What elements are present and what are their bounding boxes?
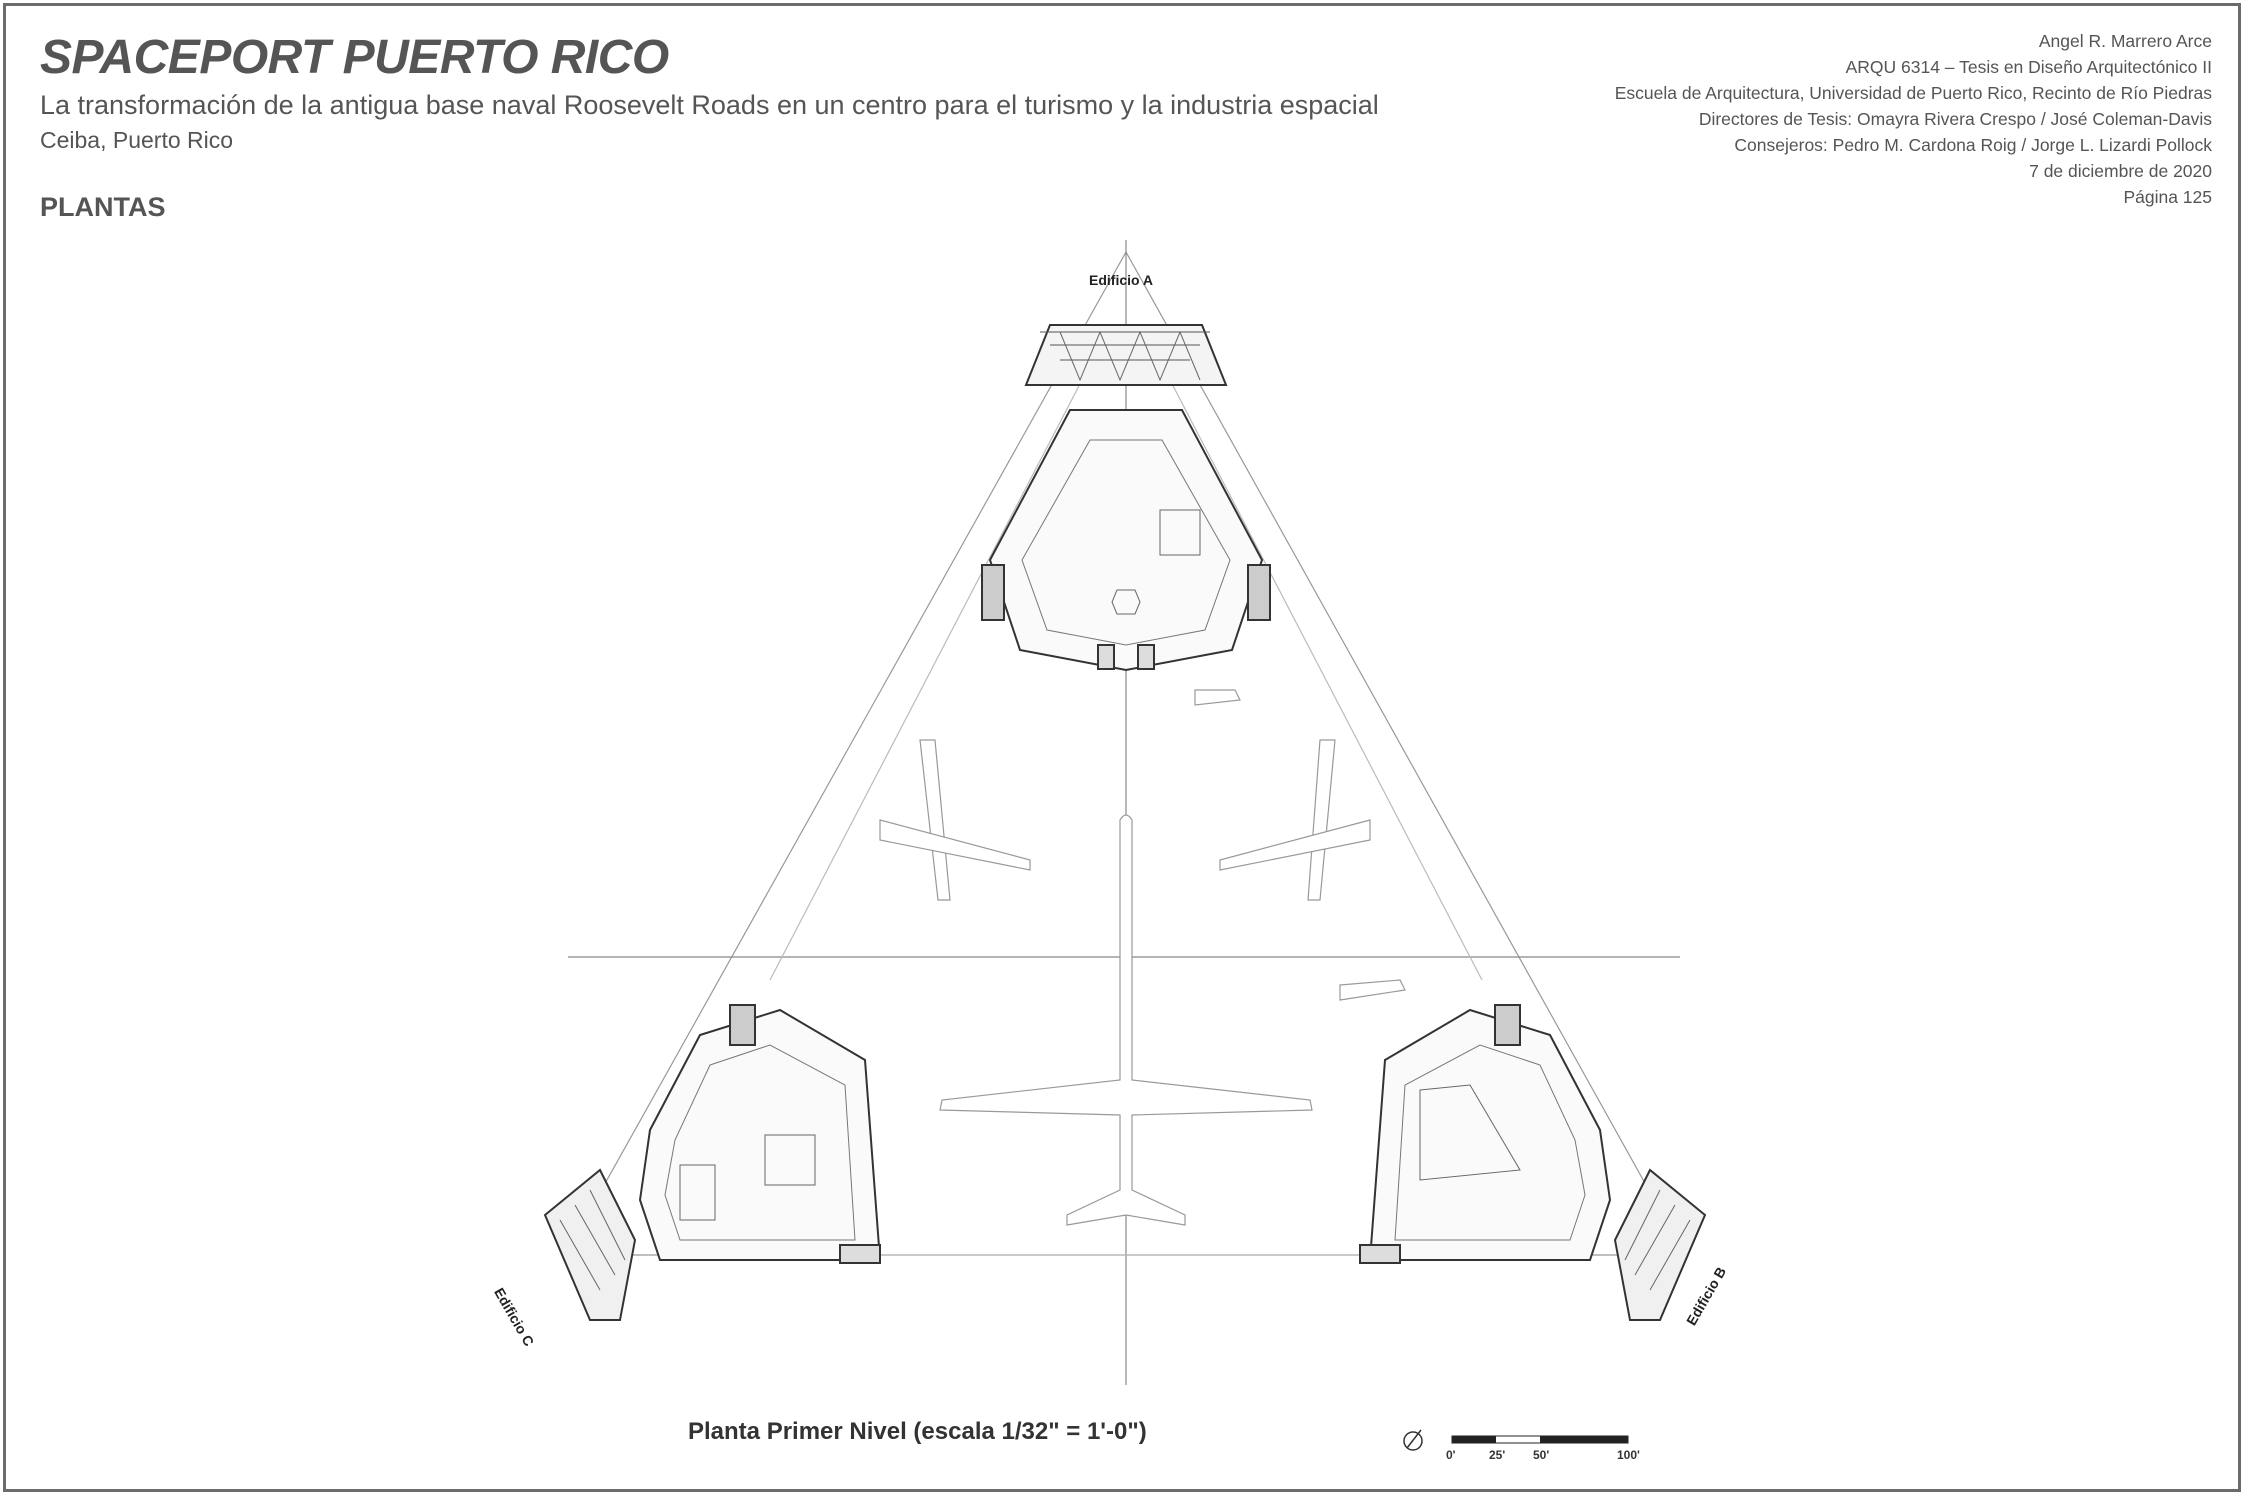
scale-label-25: 25' (1489, 1448, 1506, 1462)
sheet-border (3, 3, 2241, 1492)
credit-advisors: Consejeros: Pedro M. Cardona Roig / Jorg… (1734, 135, 2212, 155)
credit-school: Escuela de Arquitectura, Universidad de … (1614, 83, 2212, 103)
building-a-label: Edificio A (1089, 272, 1154, 288)
building-c-plan (543, 1004, 882, 1321)
credits-block: Angel R. Marrero Arce ARQU 6314 – Tesis … (1615, 28, 2212, 210)
scale-label-0: 0' (1446, 1448, 1456, 1462)
plan-caption: Planta Primer Nivel (escala 1/32" = 1'-0… (688, 1418, 1147, 1445)
north-arrow-icon (1403, 1429, 1423, 1451)
credit-course: ARQU 6314 – Tesis en Diseño Arquitectóni… (1845, 57, 2212, 77)
section-heading: PLANTAS (40, 192, 166, 222)
center-airliner-outline (939, 814, 1313, 1226)
scale-label-50: 50' (1533, 1448, 1550, 1462)
scale-label-100: 100' (1617, 1448, 1640, 1462)
building-a-plan (981, 324, 1271, 672)
credit-page: Página 125 (2123, 187, 2212, 207)
sheet-subtitle: La transformación de la antigua base nav… (40, 90, 1379, 120)
credit-author: Angel R. Marrero Arce (2038, 31, 2212, 51)
aircraft-outlines (879, 689, 1406, 1226)
credit-date: 7 de diciembre de 2020 (2029, 161, 2212, 181)
sheet-location: Ceiba, Puerto Rico (40, 127, 234, 153)
graphic-scale-bar (1451, 1435, 1629, 1444)
sheet-title: SPACEPORT PUERTO RICO (40, 31, 669, 84)
credit-directors: Directores de Tesis: Omayra Rivera Cresp… (1698, 109, 2212, 129)
building-b-plan (1359, 1004, 1707, 1321)
